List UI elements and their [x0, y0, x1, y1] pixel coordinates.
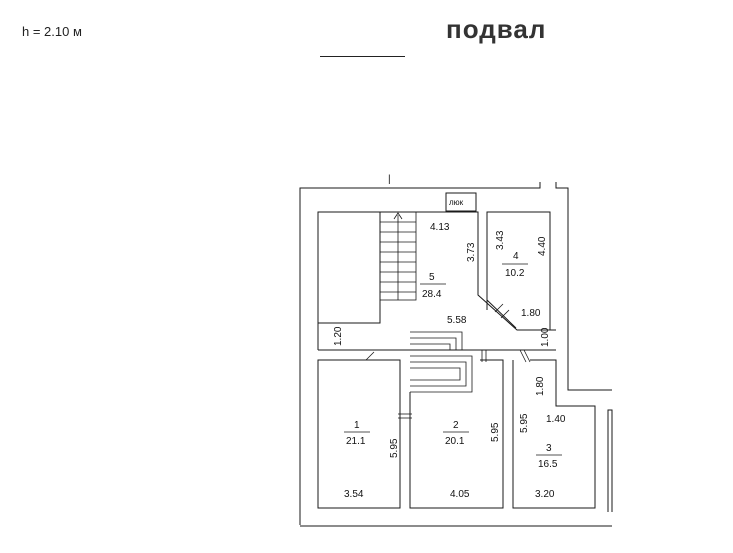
room-1-width: 3.54 [344, 489, 364, 500]
room-5-number: 5 [429, 272, 435, 283]
room-2-width: 4.05 [450, 489, 470, 500]
hatch-label: люк [449, 198, 464, 207]
room-3-dim-a: 1.40 [546, 414, 566, 425]
staircase [379, 211, 417, 301]
title-underline [320, 56, 405, 57]
room-5-dim-c: 1.00 [540, 327, 551, 347]
room-2: 2 20.1 4.05 5.95 [409, 350, 504, 509]
room-4-area: 10.2 [505, 268, 525, 279]
room-5-dim-a: 3.73 [466, 242, 477, 262]
room-2-area: 20.1 [445, 436, 465, 447]
lower-staircase [410, 331, 473, 393]
room-3-number: 3 [546, 443, 552, 454]
room-3-length: 5.95 [519, 413, 530, 433]
room-5-dim-b: 1.20 [333, 326, 344, 346]
room-4-width: 1.80 [521, 308, 541, 319]
ceiling-height-label: h = 2.10 м [22, 24, 82, 39]
room-1-area: 21.1 [346, 436, 366, 447]
room-1: 1 21.1 3.54 5.95 [317, 351, 412, 509]
room-5-width: 4.13 [430, 222, 450, 233]
room-3-width: 3.20 [535, 489, 555, 500]
room-2-number: 2 [453, 420, 459, 431]
room-3-area: 16.5 [538, 459, 558, 470]
room-4: 4 10.2 1.80 3.43 4.40 [486, 211, 551, 330]
top-marker: | [388, 174, 391, 185]
room-3-dim-b: 1.80 [535, 376, 546, 396]
room-2-length: 5.95 [490, 422, 501, 442]
room-1-length: 5.95 [389, 438, 400, 458]
floor-title: подвал [446, 14, 547, 44]
room-4-number: 4 [513, 251, 519, 262]
outer-walls [299, 182, 613, 527]
room-4-dim-a: 3.43 [495, 230, 506, 250]
room-5: 4.13 5 28.4 5.58 3.73 1.20 1.00 [317, 211, 556, 351]
room-1-number: 1 [354, 420, 360, 431]
room-4-length: 4.40 [537, 236, 548, 256]
room-5-length: 5.58 [447, 315, 467, 326]
hatch: люк [445, 192, 477, 212]
room-3: 1.40 3 16.5 3.20 5.95 1.80 [512, 349, 596, 509]
room-5-area: 28.4 [422, 289, 442, 300]
